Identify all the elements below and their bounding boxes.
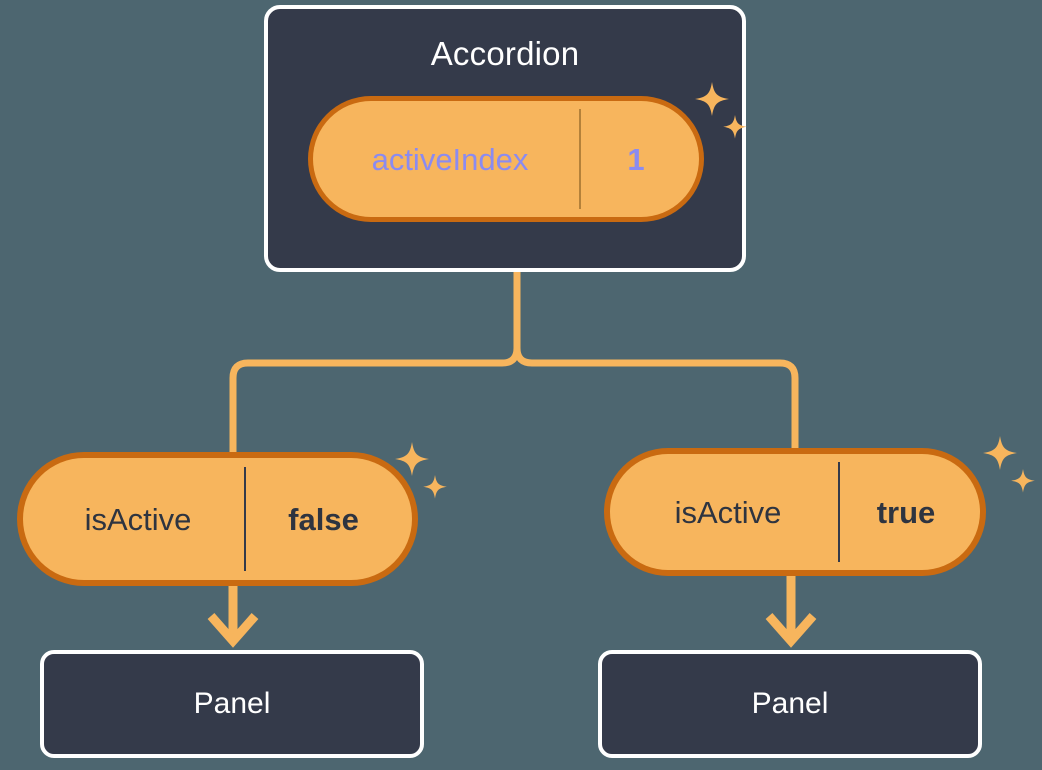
arrow-down-icon-left (207, 584, 259, 648)
state-pill-is-active-false-ring (23, 458, 412, 580)
pill-divider (579, 109, 581, 209)
pill-divider (244, 467, 246, 571)
panel-component-box-right[interactable]: Panel (598, 650, 982, 758)
state-value-label: 1 (627, 141, 645, 177)
state-value-label: false (288, 501, 359, 537)
tree-connector-path-right (513, 268, 799, 454)
panel-title: Panel (193, 687, 271, 720)
tree-connector-path (229, 268, 521, 456)
sparkle-large-icon (395, 442, 429, 476)
state-pill-is-active-true-ring (610, 454, 980, 570)
accordion-title: Accordion (430, 35, 580, 72)
state-pill-active-index-ring (313, 101, 699, 217)
sparkle-large-icon (983, 436, 1017, 470)
panel-component-box-left[interactable]: Panel (40, 650, 424, 758)
state-key-label: isActive (84, 501, 192, 537)
pill-divider (838, 462, 840, 562)
state-key-label: isActive (674, 494, 782, 530)
sparkle-small-icon (1011, 469, 1035, 493)
state-pill-is-active-true-content[interactable]: isActive true (618, 462, 972, 562)
state-key-label: activeIndex (371, 141, 529, 177)
sparkles-icon-right (978, 436, 1042, 504)
panel-title: Panel (751, 687, 829, 720)
state-pill-active-index-content[interactable]: activeIndex 1 (321, 109, 691, 209)
sparkle-small-icon (423, 475, 447, 499)
arrow-down-icon-right (765, 574, 817, 648)
state-value-label: true (876, 494, 936, 530)
state-pill-is-active-false-content[interactable]: isActive false (32, 467, 403, 571)
